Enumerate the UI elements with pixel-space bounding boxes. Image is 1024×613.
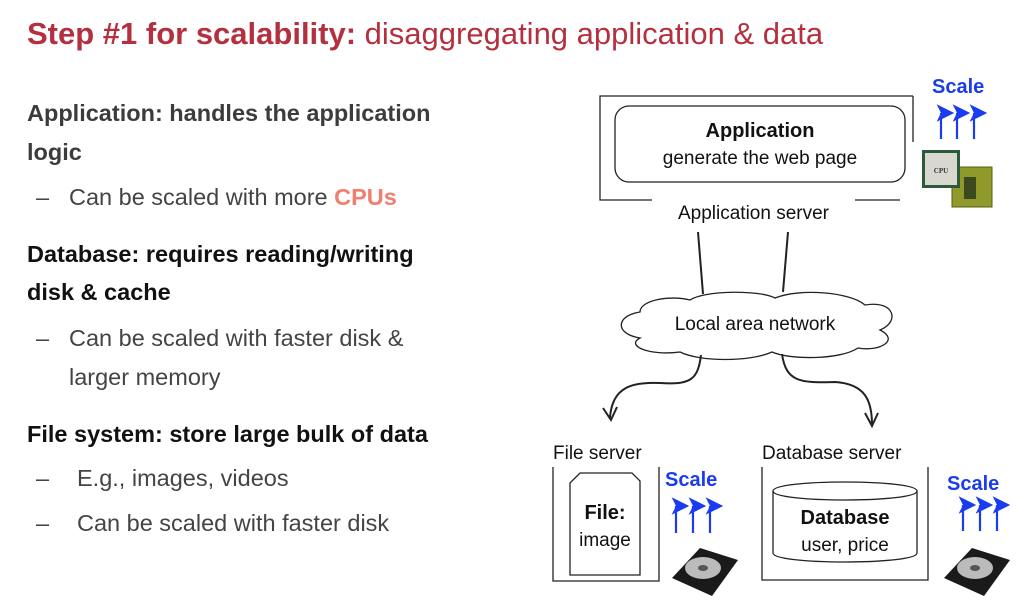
app-server-box — [599, 95, 913, 201]
fs-heading: File system: store large bulk of data — [27, 421, 428, 447]
database-subtitle: user, price — [801, 535, 889, 556]
file-server-label: File server — [553, 443, 642, 464]
db-heading-2: disk & cache — [27, 279, 171, 305]
scale-label-file: Scale — [665, 469, 718, 491]
database-cylinder-icon — [772, 481, 918, 563]
title-rest: disaggregating application & data — [356, 16, 824, 51]
cpus-highlight: CPUs — [334, 184, 397, 210]
fs-bullet-1: E.g., images, videos — [77, 465, 289, 491]
svg-text:CPU: CPU — [934, 167, 948, 175]
hard-disk-icon — [944, 548, 1010, 596]
app-bullet-text: Can be scaled with more — [69, 184, 335, 210]
file-document-icon — [569, 472, 641, 576]
application-box — [614, 105, 906, 183]
scale-label-app: Scale — [932, 76, 985, 98]
bullet-dash: – — [36, 510, 50, 536]
db-bullet-2: larger memory — [69, 364, 221, 390]
db-server-label: Database server — [762, 443, 902, 464]
hard-disk-icon — [672, 548, 738, 596]
link-line — [782, 231, 789, 293]
scale-label-db: Scale — [947, 473, 1000, 495]
cloud-icon — [620, 291, 893, 361]
file-server-box — [552, 467, 660, 582]
app-heading-1: Application: handles the application — [27, 100, 431, 126]
file-subtitle: image — [579, 530, 631, 551]
title-bold: Step #1 for scalability: — [27, 16, 357, 51]
slide-title: Step #1 for scalability: disaggregating … — [27, 16, 823, 52]
arrow-to-db — [781, 353, 879, 429]
bullet-dash: – — [36, 325, 50, 351]
app-heading-2: logic — [27, 139, 82, 165]
db-bullet-1: Can be scaled with faster disk & — [69, 325, 404, 351]
database-title: Database — [800, 507, 890, 529]
arrow-to-file — [602, 354, 702, 423]
application-title: Application — [705, 120, 815, 142]
app-bullet: Can be scaled with more CPUs — [69, 184, 397, 211]
fs-bullet-2: Can be scaled with faster disk — [77, 510, 390, 536]
cpu-icon: CPU — [922, 150, 993, 208]
application-subtitle: generate the web page — [662, 148, 858, 169]
network-label: Local area network — [674, 314, 836, 335]
db-heading-1: Database: requires reading/writing — [27, 241, 414, 267]
link-line — [697, 231, 704, 295]
bullet-dash: – — [36, 465, 50, 491]
db-server-box — [761, 467, 929, 581]
bullet-dash: – — [36, 184, 50, 210]
file-title: File: — [584, 502, 626, 524]
app-server-label: Application server — [677, 203, 830, 224]
